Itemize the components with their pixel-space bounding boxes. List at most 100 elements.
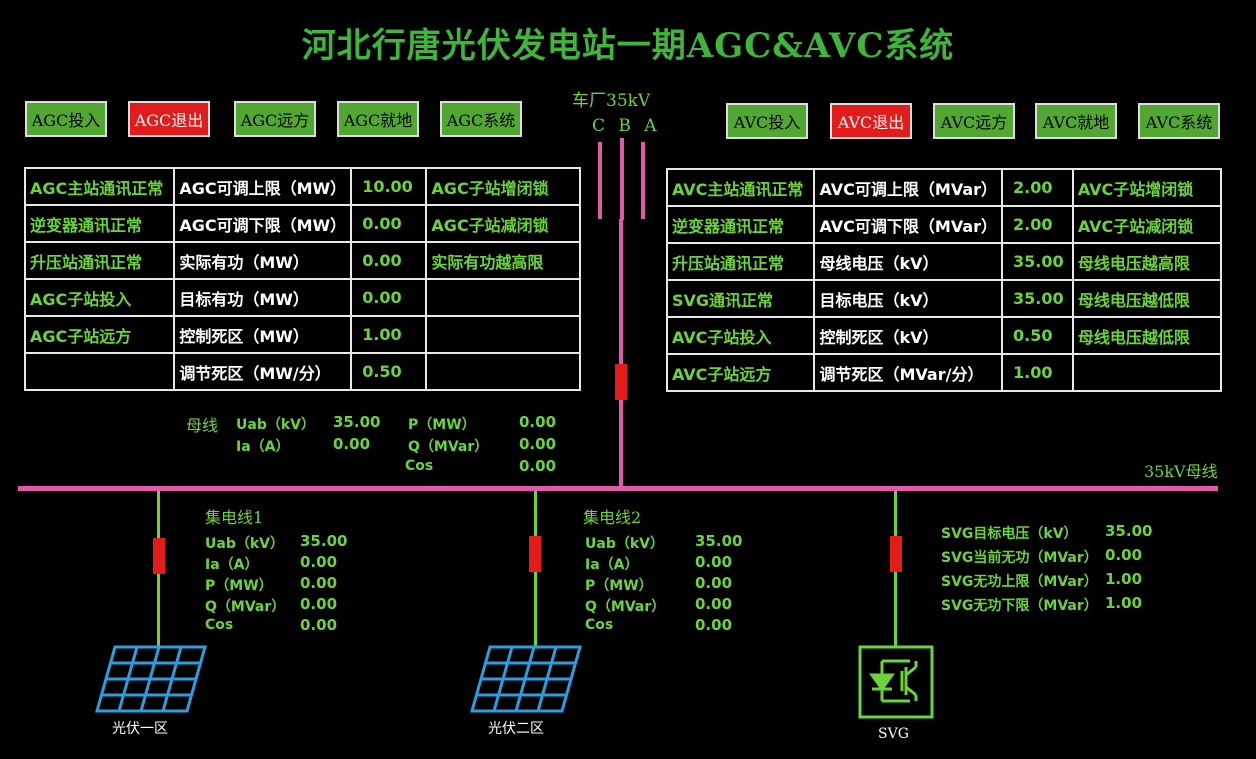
- agc-param-label-cell: 实际有功（MW）: [173, 241, 353, 280]
- avc-param-label-cell: AVC可调上限（MVar）: [813, 168, 1004, 207]
- agc-enable-button[interactable]: AGC投入: [25, 101, 107, 137]
- svg-reading-label: SVG当前无功（MVar）: [941, 550, 1098, 566]
- agc-alarm-cell: 实际有功越高限: [425, 241, 581, 280]
- busbar-cos-label: Cos: [405, 458, 434, 474]
- avc-param-value-cell: 35.00: [1001, 279, 1074, 318]
- source-label: 车厂35kV: [572, 91, 651, 111]
- feeder2-reading-label: Ia（A）: [585, 557, 639, 573]
- avc-status-cell: AVC主站通讯正常: [665, 168, 816, 207]
- avc-param-label-cell: 母线电压（kV）: [813, 242, 1004, 281]
- busbar-uab-label: Uab（kV）: [236, 417, 315, 433]
- feeder2-title: 集电线2: [583, 508, 642, 527]
- agc-alarm-cell: AGC子站增闭锁: [425, 167, 581, 206]
- main-breaker[interactable]: [615, 364, 627, 400]
- solar-panel-icon: [470, 645, 582, 713]
- agc-param-value-cell: 0.00: [350, 204, 428, 243]
- busbar-ia-value: 0.00: [333, 435, 371, 453]
- feeder1-reading-value: 0.00: [300, 595, 338, 613]
- feeder2-reading-value: 0.00: [695, 616, 733, 634]
- agc-param-value-cell: 1.00: [350, 315, 428, 354]
- avc-system-button[interactable]: AVC系统: [1138, 103, 1220, 139]
- feeder1-wire-upper: [157, 491, 160, 538]
- phase-labels: C B A: [592, 116, 661, 136]
- bus-label: 35kV母线: [1144, 462, 1218, 481]
- agc-alarm-cell: [425, 352, 581, 391]
- svg-reading-label: SVG无功上限（MVar）: [941, 574, 1098, 590]
- busbar-q-label: Q（MVar）: [408, 439, 489, 455]
- feeder1-reading-label: P（MW）: [205, 578, 273, 594]
- avc-param-value-cell: 2.00: [1001, 168, 1074, 207]
- agc-param-label-cell: 目标有功（MW）: [173, 278, 353, 317]
- avc-row: AVC子站远方调节死区（MVar/分）1.00: [665, 353, 1223, 392]
- avc-param-value-cell: 35.00: [1001, 242, 1074, 281]
- svg-device-label: SVG: [878, 726, 909, 742]
- feeder1-title: 集电线1: [205, 508, 264, 527]
- agc-remote-button[interactable]: AGC远方: [234, 101, 316, 137]
- agc-param-label-cell: AGC可调上限（MW）: [173, 167, 353, 206]
- svg-wire-upper: [894, 491, 897, 536]
- main-feeder-wire-lower: [619, 400, 623, 488]
- avc-enable-button[interactable]: AVC投入: [726, 103, 808, 139]
- busbar-p-value: 0.00: [519, 413, 557, 431]
- avc-alarm-cell: [1071, 353, 1223, 392]
- busbar-cos-value: 0.00: [519, 457, 557, 475]
- busbar-q-value: 0.00: [519, 435, 557, 453]
- feeder2-reading-label: Cos: [585, 617, 614, 633]
- agc-local-button[interactable]: AGC就地: [337, 101, 419, 137]
- avc-status-cell: AVC子站投入: [665, 316, 816, 355]
- agc-exit-button[interactable]: AGC退出: [128, 101, 210, 137]
- avc-local-button[interactable]: AVC就地: [1035, 103, 1117, 139]
- feeder1-reading-label: Q（MVar）: [205, 599, 286, 615]
- feeder2-reading-value: 35.00: [695, 532, 743, 550]
- feeder1-wire-lower: [157, 574, 160, 646]
- svg-wire-lower: [894, 572, 897, 646]
- agc-param-value-cell: 0.00: [350, 241, 428, 280]
- feeder2-reading-value: 0.00: [695, 553, 733, 571]
- phase-c-wire: [598, 142, 602, 219]
- avc-status-cell: 升压站通讯正常: [665, 242, 816, 281]
- agc-system-button[interactable]: AGC系统: [440, 101, 522, 137]
- feeder1-reading-value: 0.00: [300, 616, 338, 634]
- page-title: 河北行唐光伏发电站一期AGC&AVC系统: [301, 26, 955, 66]
- feeder2-wire-lower: [534, 572, 537, 646]
- svg-reading-value: 0.00: [1105, 546, 1143, 564]
- feeder2-reading-label: Q（MVar）: [585, 599, 666, 615]
- avc-param-value-cell: 0.50: [1001, 316, 1074, 355]
- feeder1-reading-label: Ia（A）: [205, 557, 259, 573]
- feeder1-reading-label: Cos: [205, 617, 234, 633]
- agc-param-value-cell: 0.50: [350, 352, 428, 391]
- feeder2-reading-value: 0.00: [695, 595, 733, 613]
- agc-row: AGC子站远方控制死区（MW）1.00: [23, 315, 581, 354]
- avc-alarm-cell: 母线电压越低限: [1071, 316, 1223, 355]
- agc-status-cell: AGC子站投入: [23, 278, 176, 317]
- svg-breaker[interactable]: [890, 536, 902, 572]
- svg-reading-label: SVG无功下限（MVar）: [941, 598, 1098, 614]
- avc-exit-button[interactable]: AVC退出: [830, 103, 912, 139]
- feeder2-breaker[interactable]: [529, 536, 541, 572]
- avc-remote-button[interactable]: AVC远方: [933, 103, 1015, 139]
- phase-a-wire: [641, 142, 645, 219]
- busbar-p-label: P（MW）: [408, 417, 476, 433]
- svg-reading-value: 35.00: [1105, 522, 1153, 540]
- avc-param-value-cell: 1.00: [1001, 353, 1074, 392]
- avc-alarm-cell: AVC子站减闭锁: [1071, 205, 1223, 244]
- agc-status-cell: 升压站通讯正常: [23, 241, 176, 280]
- feeder1-breaker[interactable]: [153, 538, 165, 574]
- avc-param-label-cell: 目标电压（kV）: [813, 279, 1004, 318]
- main-busbar: [18, 486, 1218, 491]
- svg-reading-value: 1.00: [1105, 570, 1143, 588]
- avc-alarm-cell: AVC子站增闭锁: [1071, 168, 1223, 207]
- solar-panel-icon: [95, 645, 207, 713]
- avc-param-label-cell: 控制死区（kV）: [813, 316, 1004, 355]
- feeder2-reading-value: 0.00: [695, 574, 733, 592]
- avc-param-label-cell: AVC可调下限（MVar）: [813, 205, 1004, 244]
- busbar-title: 母线: [186, 416, 219, 435]
- avc-param-value-cell: 2.00: [1001, 205, 1074, 244]
- feeder1-reading-value: 0.00: [300, 574, 338, 592]
